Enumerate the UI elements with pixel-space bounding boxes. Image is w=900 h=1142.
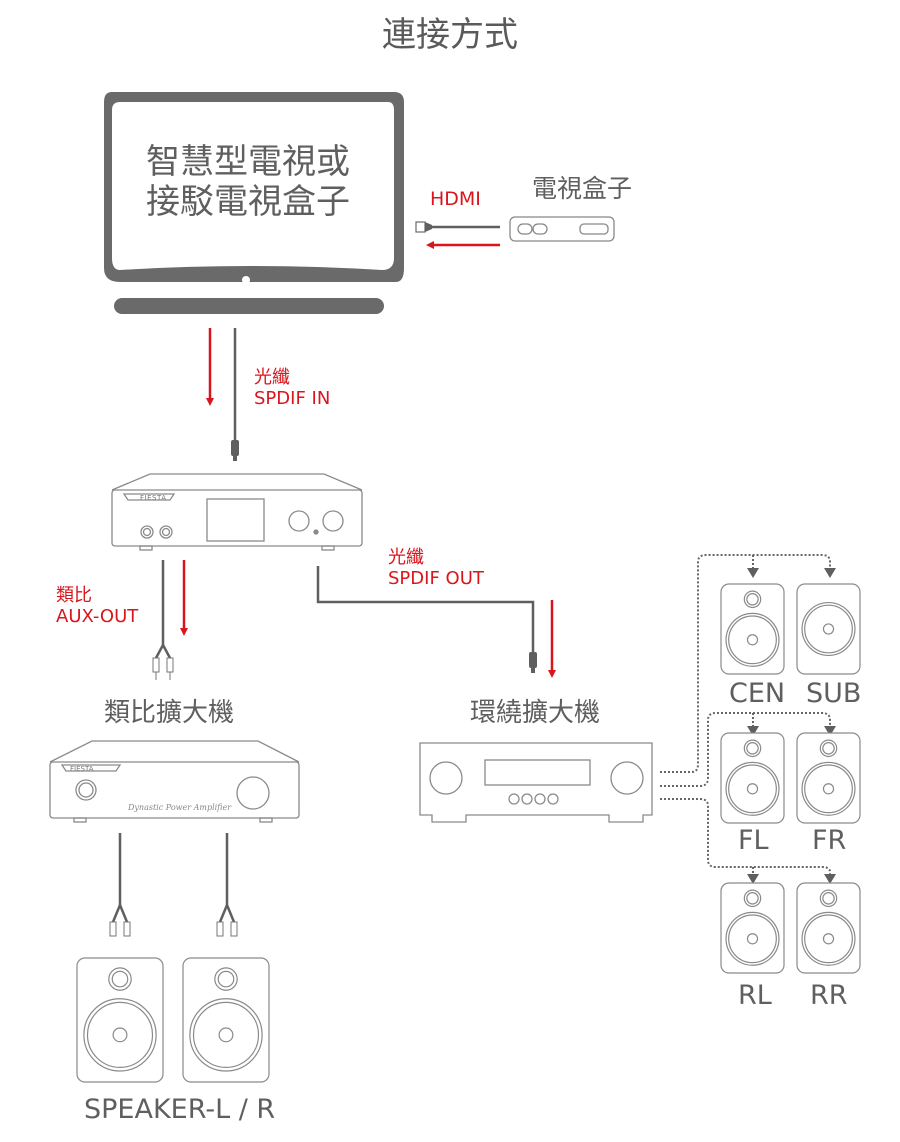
arrow-to-fl <box>747 726 759 736</box>
channel-arrowheads <box>747 568 836 884</box>
stereo-speaker-label: SPEAKER-L / R <box>84 1094 276 1125</box>
smart-tv-icon <box>104 92 404 314</box>
speaker-rr-icon <box>796 882 861 974</box>
spdif-in-label-line2: SPDIF IN <box>254 387 331 409</box>
speaker-fr-icon <box>796 732 861 824</box>
spdif-in-label: 光纖 SPDIF IN <box>254 367 331 409</box>
surround-channel-wiring <box>660 554 831 876</box>
speaker-label-rl: RL <box>738 980 772 1011</box>
tv-label: 智慧型電視或 接駁電視盒子 <box>118 142 378 222</box>
speaker-right-icon <box>182 957 270 1083</box>
speaker-cable-left <box>109 833 131 937</box>
surround-amplifier-icon <box>419 742 653 823</box>
analog-amplifier-icon <box>49 740 300 823</box>
analog-amp-model-text: Dynastic Power Amplifier <box>128 803 232 812</box>
dac-brand-logo: FIESTA <box>140 494 167 502</box>
speaker-label-sub: SUB <box>806 678 862 709</box>
page-title: 連接方式 <box>382 15 518 55</box>
spdif-out-cable <box>316 566 537 673</box>
speaker-fl-icon <box>720 732 785 824</box>
surround-amplifier-label: 環繞擴大機 <box>470 698 601 728</box>
speaker-cen-icon <box>720 583 785 675</box>
aux-out-label: 類比 AUX-OUT <box>56 585 139 627</box>
hdmi-cable <box>415 221 500 249</box>
arrow-to-sub <box>824 568 836 578</box>
analog-amp-brand-logo: FIESTA <box>70 765 94 773</box>
tv-label-line2: 接駁電視盒子 <box>146 182 350 223</box>
arrow-to-fr <box>824 726 836 736</box>
spdif-out-label-line2: SPDIF OUT <box>388 567 484 589</box>
speaker-label-fr: FR <box>812 825 847 856</box>
arrow-to-rl <box>747 874 759 884</box>
speaker-sub-icon <box>796 583 861 675</box>
aux-out-label-line1: 類比 <box>56 585 92 606</box>
arrow-to-rr <box>824 874 836 884</box>
speaker-cable-right <box>216 833 238 937</box>
speaker-label-cen: CEN <box>729 678 786 709</box>
spdif-in-label-line1: 光纖 <box>254 367 290 388</box>
arrow-to-cen <box>747 568 759 578</box>
hdmi-label: HDMI <box>430 188 481 210</box>
speaker-left-icon <box>76 957 164 1083</box>
spdif-in-cable <box>231 328 239 461</box>
speaker-rl-icon <box>720 882 785 974</box>
tv-box-icon <box>509 216 615 242</box>
spdif-out-label: 光纖 SPDIF OUT <box>388 547 484 589</box>
aux-out-label-line2: AUX-OUT <box>56 605 139 627</box>
speaker-label-rr: RR <box>810 980 848 1011</box>
tv-box-label: 電視盒子 <box>532 174 633 203</box>
analog-amplifier-label: 類比擴大機 <box>104 698 235 728</box>
spdif-out-label-line1: 光纖 <box>388 547 424 568</box>
aux-out-cable <box>152 560 174 680</box>
dac-mixer-icon <box>111 473 363 551</box>
speaker-label-fl: FL <box>738 825 769 856</box>
tv-label-line1: 智慧型電視或 <box>146 142 350 182</box>
